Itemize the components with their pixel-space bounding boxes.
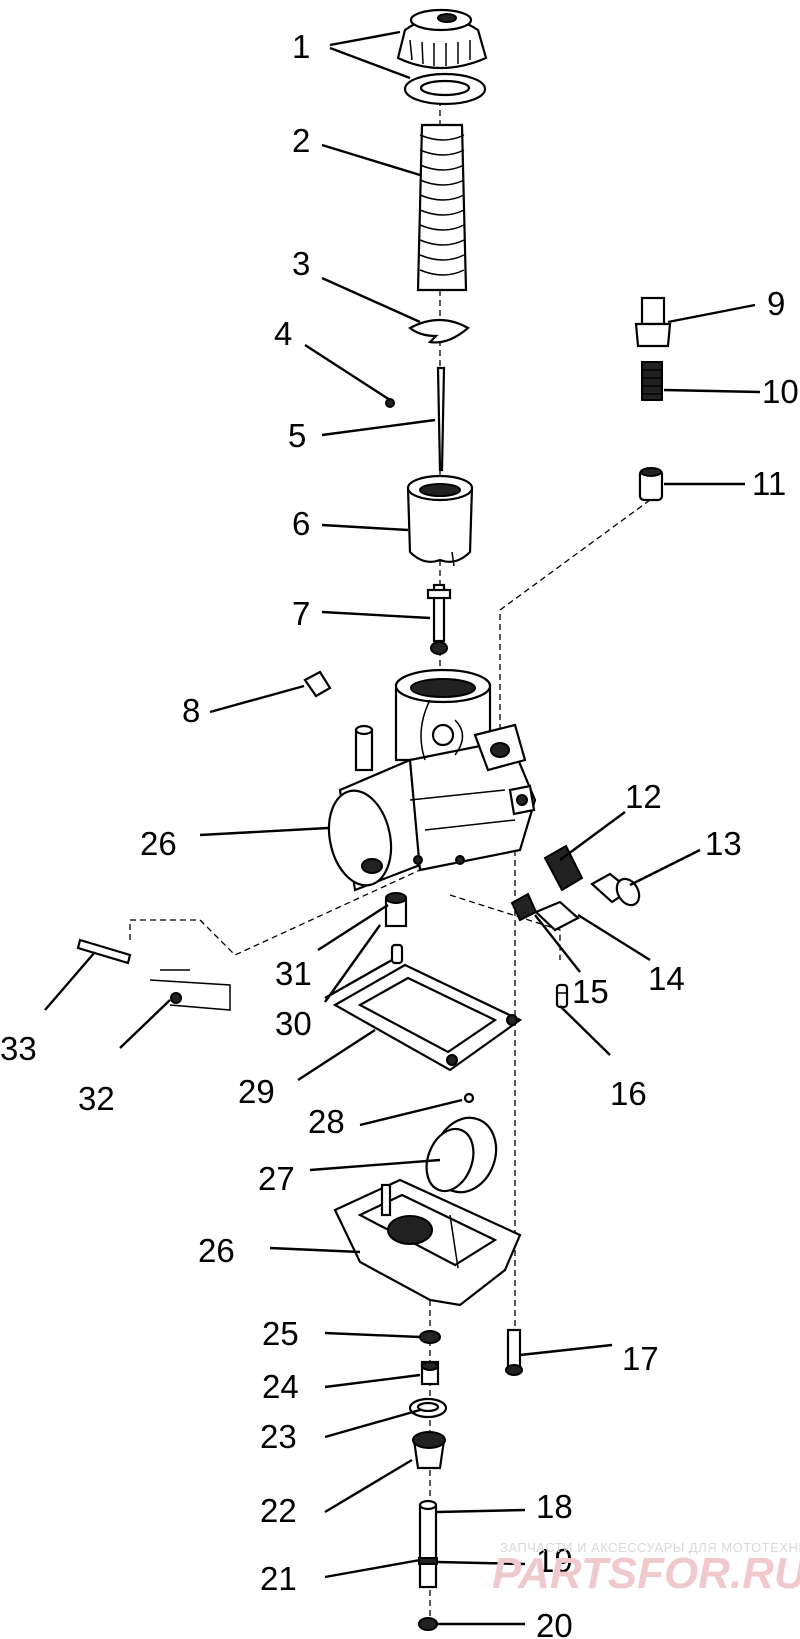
- part-2-spring: [416, 123, 468, 292]
- part-24-main-jet: [420, 1360, 440, 1386]
- part-10-spring: [641, 361, 663, 401]
- part-22-drain-plug: [412, 1431, 446, 1470]
- part-1-top-cap: [396, 8, 488, 70]
- part-33-hose: [76, 938, 132, 965]
- callout-30: 30: [275, 1005, 312, 1042]
- part-5-jet-needle: [436, 366, 446, 472]
- callout-1: 1: [292, 28, 310, 65]
- part-3-needle-retainer: [408, 318, 470, 344]
- callout-19: 19: [536, 1542, 573, 1579]
- part-23-washer: [408, 1397, 448, 1419]
- part-16-jet: [555, 983, 569, 1009]
- part-4-e-clip: [385, 398, 395, 408]
- callout-11: 11: [752, 465, 786, 502]
- callout-14: 14: [648, 960, 685, 997]
- part-25-o-ring: [419, 1330, 441, 1344]
- callout-18: 18: [536, 1488, 573, 1525]
- callout-20: 20: [536, 1607, 573, 1639]
- callout-32: 32: [78, 1080, 115, 1117]
- callout-24: 24: [262, 1368, 299, 1405]
- part-29-float-bowl-gasket: [332, 963, 523, 1072]
- part-32-clip: [149, 969, 231, 1011]
- callout-4: 4: [274, 315, 292, 352]
- part-6-throttle-slide: [406, 474, 474, 567]
- callout-26-bowl: 26: [198, 1232, 235, 1269]
- callout-9: 9: [767, 285, 785, 322]
- watermark-tagline: ЗАПЧАСТИ И АКСЕССУАРЫ ДЛЯ МОТОТЕХНИКИ: [500, 1540, 800, 1555]
- part-27-float: [425, 1116, 498, 1194]
- callout-21: 21: [260, 1560, 297, 1597]
- callout-33: 33: [0, 1030, 37, 1067]
- part-31-pilot-jet: [384, 892, 408, 928]
- callout-31: 31: [275, 955, 312, 992]
- part-21-tube: [418, 1499, 438, 1589]
- callout-23: 23: [260, 1418, 297, 1455]
- callout-29: 29: [238, 1073, 275, 1110]
- callout-15: 15: [572, 973, 609, 1010]
- callout-6: 6: [292, 505, 310, 542]
- callout-13: 13: [705, 825, 742, 862]
- cable-route-line: [499, 499, 651, 760]
- watermark: ЗАПЧАСТИ И АКСЕССУАРЫ ДЛЯ МОТОТЕХНИКИ PA…: [492, 1540, 800, 1598]
- hose-route-line: [129, 869, 421, 956]
- callout-28: 28: [308, 1103, 345, 1140]
- callout-10: 10: [762, 373, 799, 410]
- part-14-screw: [534, 900, 580, 932]
- callout-3: 3: [292, 245, 310, 282]
- part-7-needle-jet: [426, 583, 452, 655]
- part-28-float-pin: [463, 1092, 475, 1104]
- callout-25: 25: [262, 1315, 299, 1352]
- callout-5: 5: [288, 417, 306, 454]
- part-17-screw: [505, 1328, 523, 1376]
- leader-lines: [44, 30, 761, 1626]
- callout-2: 2: [292, 122, 310, 159]
- callout-8: 8: [182, 692, 200, 729]
- watermark-logo: PARTSFOR.RU: [492, 1549, 800, 1598]
- callout-labels: 1 2 3 4 5 6 7 8 9 10 11 12 13 14 15 16 1…: [0, 28, 799, 1639]
- part-19-o-ring: [418, 1557, 438, 1565]
- part-1-washer: [403, 72, 487, 106]
- carburetor-body: [327, 668, 537, 892]
- callout-26-body: 26: [140, 825, 177, 862]
- callout-17: 17: [622, 1340, 659, 1377]
- callout-22: 22: [260, 1492, 297, 1529]
- part-8-plug: [303, 670, 332, 698]
- part-11-cable-end: [638, 467, 664, 502]
- hose-route-line-2: [449, 894, 561, 960]
- part-12-spring: [543, 844, 584, 892]
- callout-12: 12: [625, 778, 662, 815]
- part-20-cap: [418, 1617, 438, 1631]
- part-26-float-bowl: [333, 1178, 522, 1307]
- callout-16: 16: [610, 1075, 647, 1112]
- part-9-cable-adjuster: [634, 296, 672, 348]
- callout-7: 7: [292, 595, 310, 632]
- part-30-jet: [390, 943, 404, 965]
- callout-27: 27: [258, 1160, 295, 1197]
- part-13-screw: [590, 872, 641, 907]
- part-15-spring: [510, 892, 538, 922]
